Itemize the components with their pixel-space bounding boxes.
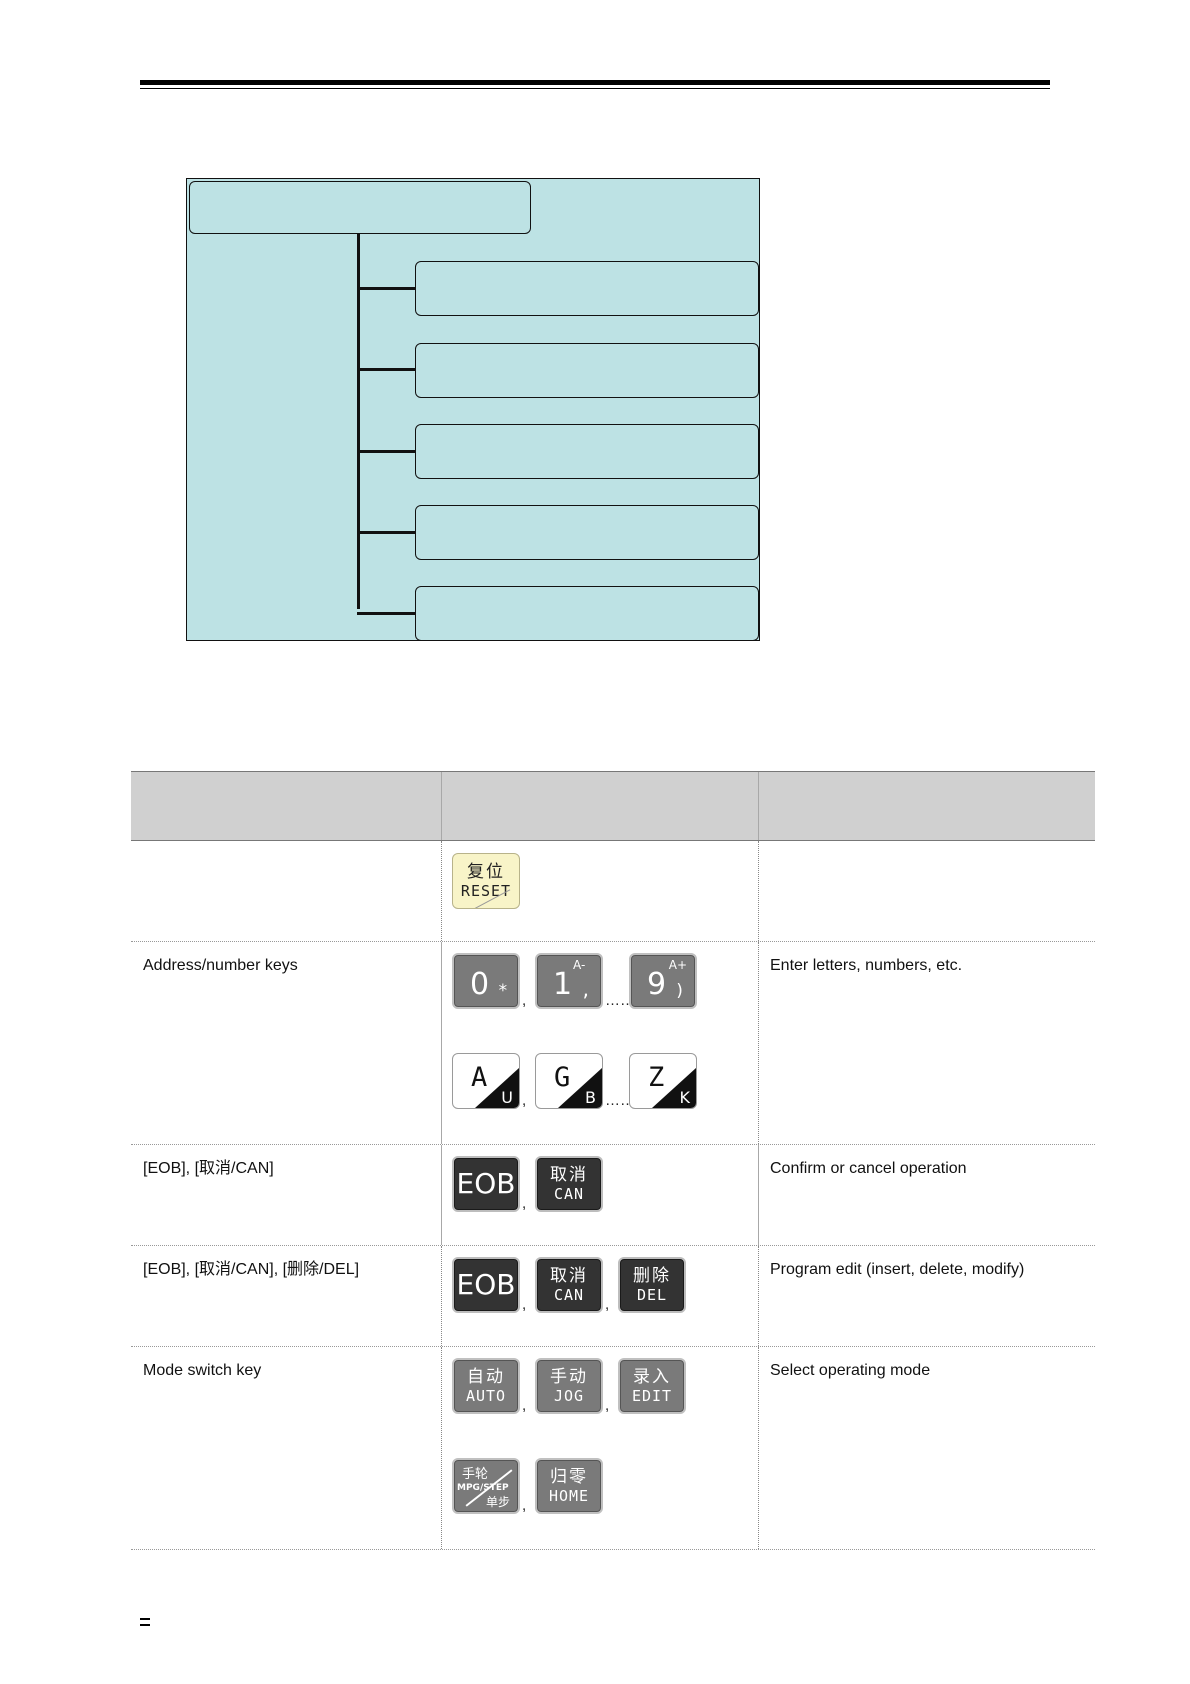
row-description: Select operating mode <box>770 1362 931 1379</box>
tree-branch-line <box>357 531 415 534</box>
menu-tree-diagram <box>186 178 760 641</box>
footer-page-mark <box>140 1618 150 1626</box>
eob-key: EOB <box>452 1156 520 1212</box>
key-1: A- 1 , <box>535 953 603 1009</box>
row-label: Mode switch key <box>143 1362 262 1379</box>
key-0: 0 * <box>452 953 520 1009</box>
row-label: [EOB], [取消/CAN], [删除/DEL] <box>143 1261 360 1278</box>
panel-keys-table: 复位 RESET Address/number keys 0 * , A- 1 … <box>131 771 1095 1550</box>
tree-branch-line <box>357 612 415 615</box>
delete-key: 删除 DEL <box>618 1257 686 1313</box>
auto-mode-key: 自动 AUTO <box>452 1358 520 1414</box>
edit-mode-key: 录入 EDIT <box>618 1358 686 1414</box>
cancel-key: 取消 CAN <box>535 1257 603 1313</box>
table-header-cell <box>131 772 441 840</box>
jog-mode-key: 手动 JOG <box>535 1358 603 1414</box>
tree-branch-line <box>357 287 415 290</box>
row-description: Program edit (insert, delete, modify) <box>770 1261 1025 1278</box>
tree-branch-line <box>357 450 415 453</box>
key-g: G B <box>535 1053 603 1109</box>
table-row: [EOB], [取消/CAN] EOB , 取消 CAN Confirm or … <box>131 1145 1095 1246</box>
mpg-step-mode-key: 手轮 MPG/STEP 单步 <box>452 1458 520 1514</box>
table-header-cell <box>441 772 758 840</box>
table-row: Address/number keys 0 * , A- 1 , …… A+ 9… <box>131 942 1095 1145</box>
row-label: [EOB], [取消/CAN] <box>143 1160 274 1177</box>
tree-branch-line <box>357 368 415 371</box>
tree-root-box <box>189 181 531 234</box>
row-description: Enter letters, numbers, etc. <box>770 957 963 974</box>
table-header-cell <box>758 772 1095 840</box>
eob-key: EOB <box>452 1257 520 1313</box>
reset-key: 复位 RESET <box>452 853 520 909</box>
key-z: Z K <box>629 1053 697 1109</box>
tree-child-box <box>415 586 759 640</box>
tree-child-box <box>415 343 759 398</box>
table-row: 复位 RESET <box>131 841 1095 942</box>
table-row: Mode switch key 自动 AUTO , 手动 JOG , 录入 ED… <box>131 1347 1095 1550</box>
cancel-key: 取消 CAN <box>535 1156 603 1212</box>
header-rule-thin <box>140 88 1050 89</box>
key-a: A U <box>452 1053 520 1109</box>
home-mode-key: 归零 HOME <box>535 1458 603 1514</box>
header-rule <box>140 80 1050 85</box>
table-row: [EOB], [取消/CAN], [删除/DEL] EOB , 取消 CAN ,… <box>131 1246 1095 1347</box>
tree-child-box <box>415 424 759 479</box>
tree-child-box <box>415 505 759 560</box>
table-header-row <box>131 771 1095 841</box>
row-label: Address/number keys <box>143 957 298 974</box>
row-description: Confirm or cancel operation <box>770 1160 967 1177</box>
key-9: A+ 9 ) <box>629 953 697 1009</box>
tree-trunk-line <box>357 234 360 609</box>
tree-child-box <box>415 261 759 316</box>
